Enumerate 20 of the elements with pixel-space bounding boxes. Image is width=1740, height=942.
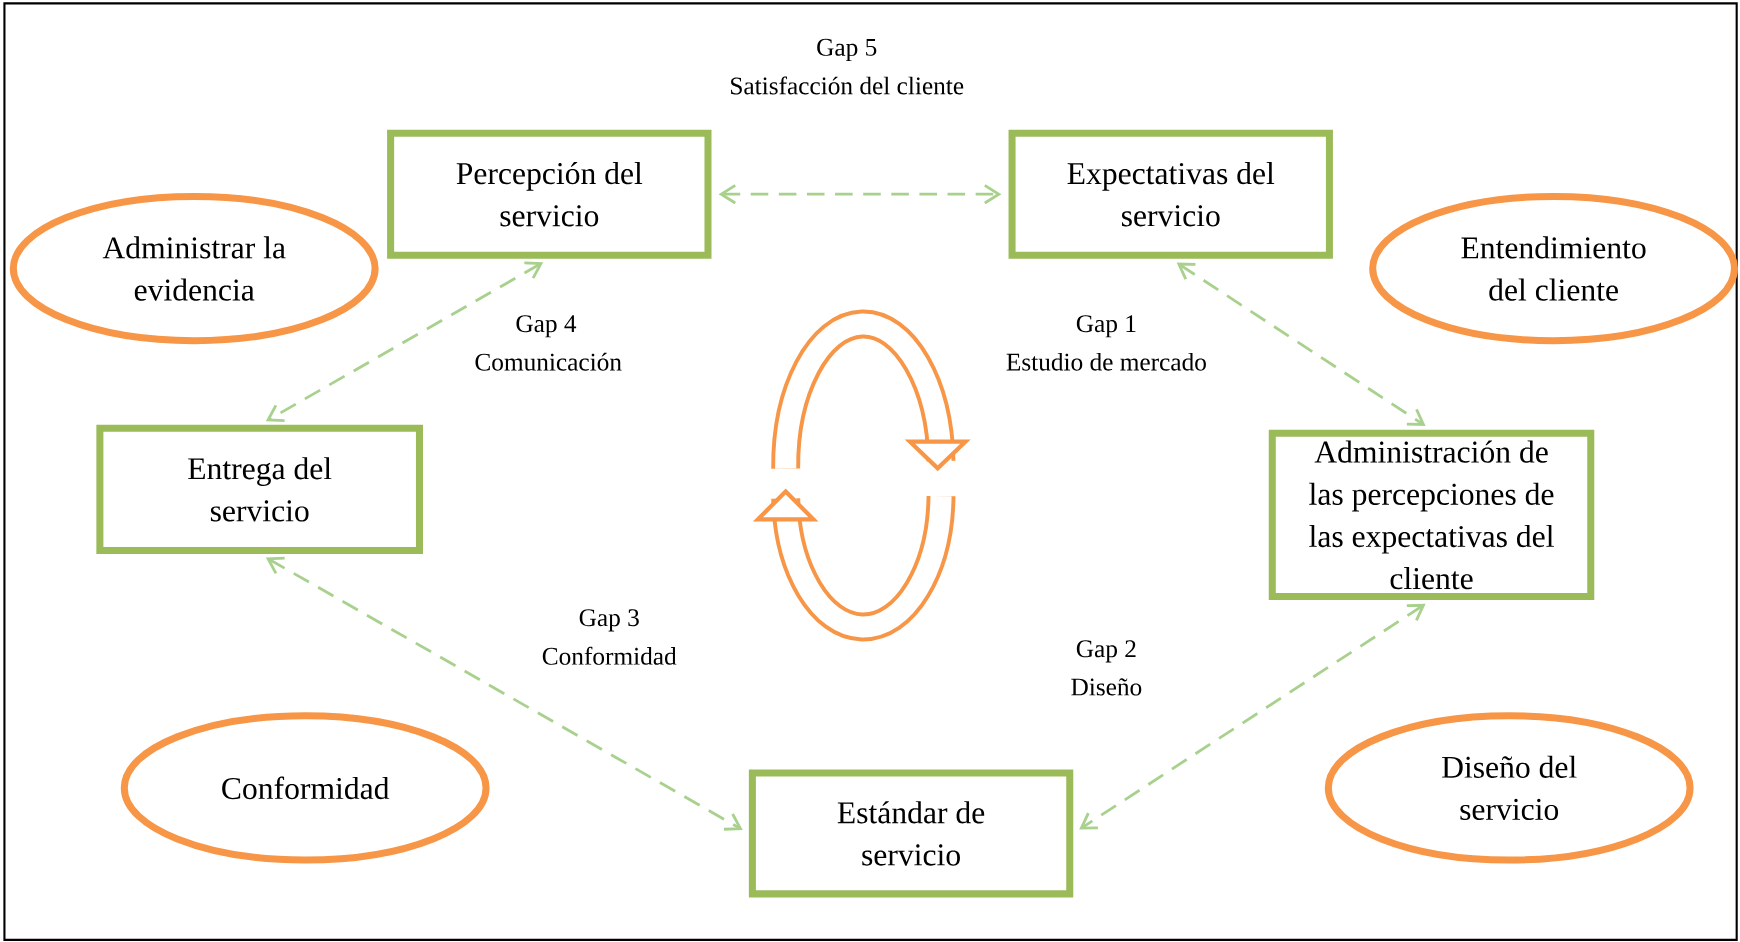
text-box: Estándar de servicio (748, 769, 1074, 898)
arrow (718, 184, 1002, 205)
text-box: Administración de las percepciones de las expectativas del cliente (1268, 429, 1595, 600)
gap-label: Comunicación (475, 352, 622, 371)
gap-label: Satisfacción del cliente (731, 76, 964, 95)
gap-label: Conformidad (542, 646, 677, 665)
text-box: Entrega del servicio (96, 424, 423, 554)
text-box: Expectativas del servicio (1008, 129, 1333, 259)
text-box: Percepción del servicio (387, 129, 712, 259)
gap-label: Gap 3 (579, 609, 639, 632)
gap-label: Gap 4 (516, 315, 577, 338)
gap-label: Estudio de mercado (1006, 352, 1206, 371)
arrow (265, 261, 544, 422)
arrow (265, 556, 743, 831)
arrow (1176, 262, 1426, 426)
arrow (1079, 603, 1426, 830)
gap-label: Gap 5 (817, 38, 877, 61)
gap-label: Gap 2 (1076, 640, 1136, 663)
gap-label: Gap 1 (1076, 315, 1136, 338)
gap-label: Diseño (1071, 678, 1142, 696)
